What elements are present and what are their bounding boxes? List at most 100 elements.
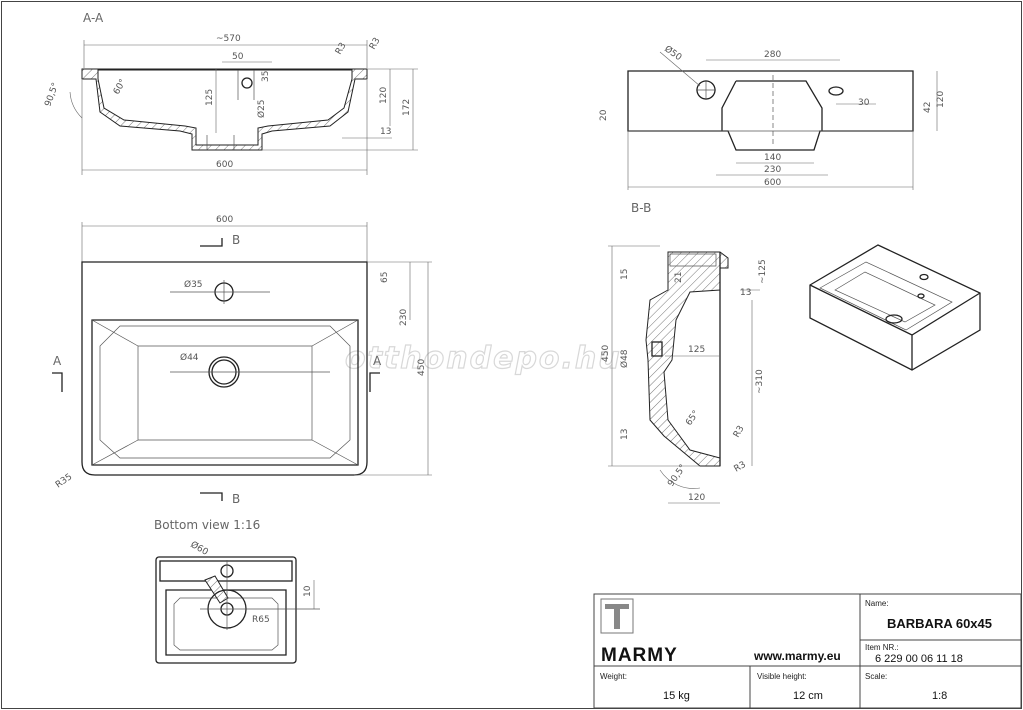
iso-tap-hole xyxy=(919,273,929,281)
marker-a-left-line xyxy=(52,372,63,392)
dim-side-120: 120 xyxy=(936,91,946,108)
bottom-view-outline xyxy=(155,556,297,664)
item-label: Item NR.: xyxy=(865,643,899,652)
isometric-view xyxy=(809,244,981,371)
section-bb-title: B-B xyxy=(631,201,651,215)
bottom-view: Bottom view 1:16 Ø60 10 R65 xyxy=(154,518,320,664)
weight-value: 15 kg xyxy=(663,690,690,702)
section-aa-title: A-A xyxy=(83,11,104,25)
marker-a-left: A xyxy=(53,354,62,368)
dim-bb-15: 15 xyxy=(620,269,630,280)
dim-side-600: 600 xyxy=(764,178,781,188)
scale-value: 1:8 xyxy=(932,690,947,702)
dim-aa-width-top: ~570 xyxy=(216,34,241,44)
bowl-edge xyxy=(311,319,359,347)
iso-bowl xyxy=(819,261,953,331)
dim-aa-dia25: Ø25 xyxy=(256,99,267,118)
brand-website: www.marmy.eu xyxy=(753,649,841,663)
item-value: 6 229 00 06 11 18 xyxy=(875,653,963,665)
top-view-outline xyxy=(81,261,368,476)
dim-top-450: 450 xyxy=(417,359,427,376)
dim-bb-r3b: R3 xyxy=(733,460,748,475)
section-aa-view: A-A ~570 R3 R3 50 35 Ø25 125 120 172 90,… xyxy=(43,11,418,175)
dim-side-dia50: Ø50 xyxy=(662,43,684,63)
marker-b-bottom: B xyxy=(232,492,240,506)
dim-arc xyxy=(69,91,83,119)
iso-overflow xyxy=(917,293,925,299)
dim-leader xyxy=(659,51,701,87)
dim-bb-120: 120 xyxy=(688,493,705,503)
marmy-logo-icon xyxy=(600,598,634,634)
dim-arc xyxy=(659,469,701,489)
dim-bb-r3a: R3 xyxy=(732,424,747,439)
dim-aa-172: 172 xyxy=(402,99,412,116)
dim-bb-angle-65: 65° xyxy=(684,409,701,428)
dim-bb-125t: ~125 xyxy=(758,259,768,284)
rear-view: 280 Ø50 120 42 20 30 140 230 600 xyxy=(599,43,946,190)
bottom-view-bowl-inner xyxy=(173,597,279,651)
iso-edges xyxy=(809,284,981,370)
name-label: Name: xyxy=(865,599,889,608)
section-aa-overflow xyxy=(241,77,253,89)
dim-aa-r3-right: R3 xyxy=(368,36,383,51)
dim-top-dia35: Ø35 xyxy=(184,279,203,290)
section-bb-view: B-B 450 15 21 ~125 13 125 Ø48 ~310 13 65… xyxy=(601,201,768,504)
dim-bottom-10: 10 xyxy=(303,585,313,597)
dim-side-280: 280 xyxy=(764,50,781,60)
weight-label: Weight: xyxy=(600,672,627,681)
scale-label: Scale: xyxy=(865,672,887,681)
dim-top-dia44: Ø44 xyxy=(180,352,199,363)
dim-aa-35: 35 xyxy=(261,71,271,82)
marker-a-right-line xyxy=(369,372,380,392)
dim-bottom-r65: R65 xyxy=(252,615,270,625)
iso-drain xyxy=(885,314,903,324)
iso-outer xyxy=(809,244,981,371)
rear-view-overflow xyxy=(828,86,844,96)
bowl-edge xyxy=(311,439,359,466)
top-view-bowl-inner xyxy=(99,325,351,459)
dim-bb-13v: 13 xyxy=(620,429,630,440)
dim-top-r35: R35 xyxy=(54,472,74,490)
dim-aa-600: 600 xyxy=(216,160,233,170)
marker-b-top: B xyxy=(232,233,240,247)
dim-aa-50: 50 xyxy=(232,52,244,62)
rear-view-center-recess xyxy=(721,80,823,131)
bottom-view-ledge xyxy=(159,560,293,582)
section-aa-tap-hole xyxy=(237,70,255,100)
section-bb-drain xyxy=(651,341,663,357)
rear-view-outline xyxy=(627,70,914,151)
title-block: MARMY www.marmy.eu Name: BARBARA 60x45 I… xyxy=(593,593,1022,709)
iso-bowl-floor xyxy=(834,271,936,323)
dim-side-42: 42 xyxy=(923,102,933,113)
section-bb-profile xyxy=(645,251,729,467)
dim-bb-310: ~310 xyxy=(755,369,765,394)
dim-top-230: 230 xyxy=(399,309,409,326)
dim-bb-dia48: Ø48 xyxy=(619,349,630,368)
brand-name: MARMY xyxy=(601,645,678,666)
bowl-edge xyxy=(91,439,139,466)
visible-height-value: 12 cm xyxy=(793,690,823,702)
bottom-view-title: Bottom view 1:16 xyxy=(154,518,260,532)
marker-b-bottom-line xyxy=(200,492,223,501)
dim-side-30: 30 xyxy=(858,98,870,108)
marker-a-right: A xyxy=(373,354,382,368)
dim-side-230: 230 xyxy=(764,165,781,175)
dim-aa-120: 120 xyxy=(379,87,389,104)
dim-side-20: 20 xyxy=(599,109,609,121)
marker-b-top-line xyxy=(200,238,223,247)
bottom-view-overflow-channel xyxy=(204,575,229,604)
name-value: BARBARA 60x45 xyxy=(887,616,992,631)
section-bb-overflow-channel xyxy=(669,253,717,267)
visible-height-label: Visible height: xyxy=(757,672,807,681)
dim-aa-125: 125 xyxy=(205,89,215,106)
section-aa-cavity xyxy=(97,69,353,146)
bottom-view-bowl xyxy=(165,589,287,656)
title-block-frame xyxy=(593,593,1022,709)
bowl-edge xyxy=(91,319,139,347)
dim-aa-angle-90: 90,5° xyxy=(43,82,61,108)
dim-top-600: 600 xyxy=(216,215,233,225)
dim-aa-r3-left: R3 xyxy=(334,41,349,56)
dim-bottom-dia60: Ø60 xyxy=(189,539,211,558)
